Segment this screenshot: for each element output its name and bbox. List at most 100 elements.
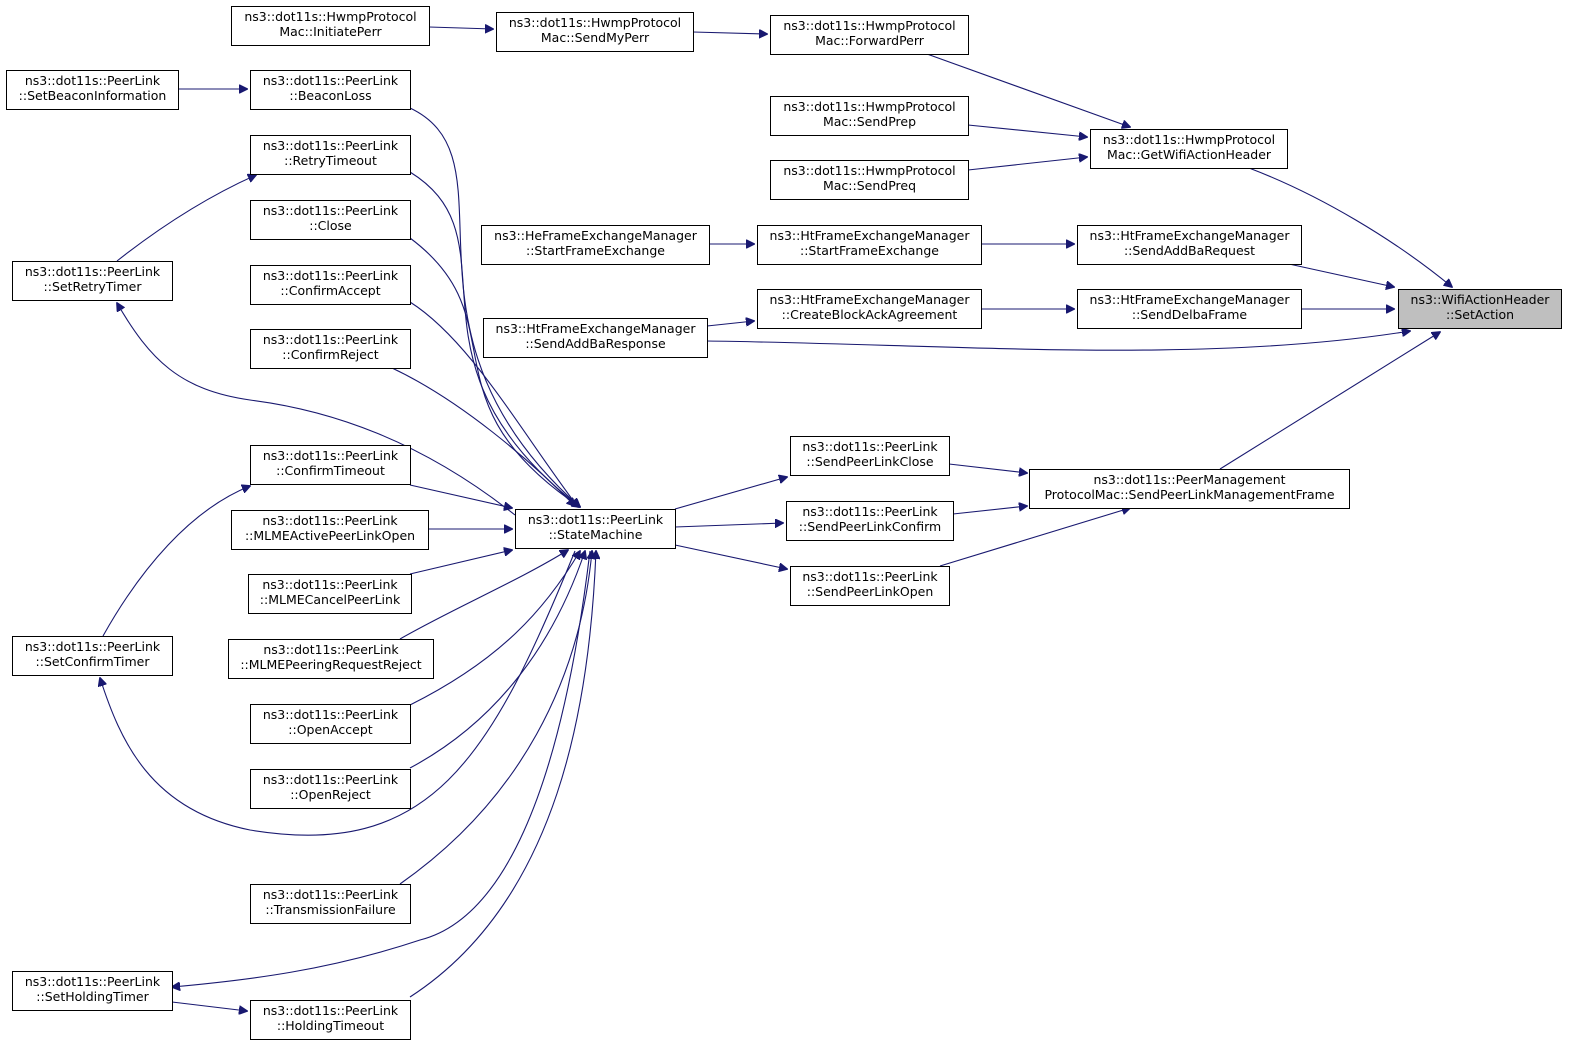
node-label-line: ns3::dot11s::PeerLink bbox=[263, 448, 399, 463]
node-box bbox=[250, 704, 411, 744]
edge-line bbox=[117, 303, 516, 516]
node-setaction[interactable]: ns3::WifiActionHeader::SetAction bbox=[1398, 289, 1562, 329]
node-label-line: Mac::ForwardPerr bbox=[815, 33, 925, 48]
node-beaconloss[interactable]: ns3::dot11s::PeerLink::BeaconLoss bbox=[250, 70, 411, 110]
node-box bbox=[496, 12, 694, 52]
node-initiateperr[interactable]: ns3::dot11s::HwmpProtocolMac::InitiatePe… bbox=[231, 6, 430, 46]
node-mlmecancel[interactable]: ns3::dot11s::PeerLink::MLMECancelPeerLin… bbox=[248, 574, 412, 614]
node-box bbox=[250, 135, 411, 175]
edge-confirmtimeout-to-statemachine bbox=[409, 484, 512, 508]
node-setholdingtimer[interactable]: ns3::dot11s::PeerLink::SetHoldingTimer bbox=[12, 971, 173, 1011]
node-sendaddbaresp[interactable]: ns3::HtFrameExchangeManager::SendAddBaRe… bbox=[483, 318, 708, 358]
node-confirmaccept[interactable]: ns3::dot11s::PeerLink::ConfirmAccept bbox=[250, 265, 411, 305]
node-box bbox=[757, 225, 982, 265]
edge-line bbox=[692, 32, 767, 34]
node-close[interactable]: ns3::dot11s::PeerLink::Close bbox=[250, 200, 411, 240]
node-sendplconfirm[interactable]: ns3::dot11s::PeerLink::SendPeerLinkConfi… bbox=[786, 501, 954, 541]
edge-line bbox=[409, 484, 512, 508]
node-label-line: ::SetHoldingTimer bbox=[36, 989, 149, 1004]
node-box bbox=[250, 265, 411, 305]
node-label-line: ::MLMEActivePeerLinkOpen bbox=[245, 528, 415, 543]
node-box bbox=[6, 70, 179, 110]
node-box bbox=[515, 509, 676, 549]
edge-mlmecancel-to-statemachine bbox=[409, 550, 512, 575]
node-box bbox=[250, 329, 411, 369]
edge-line bbox=[399, 550, 568, 640]
node-box bbox=[250, 884, 411, 924]
node-label-line: ns3::dot11s::PeerLink bbox=[263, 138, 399, 153]
node-confirmreject[interactable]: ns3::dot11s::PeerLink::ConfirmReject bbox=[250, 329, 411, 369]
node-label-line: ::ConfirmTimeout bbox=[276, 463, 385, 478]
node-getwifiaction[interactable]: ns3::dot11s::HwmpProtocolMac::GetWifiAct… bbox=[1090, 129, 1288, 169]
node-label-line: ns3::dot11s::PeerLink bbox=[25, 264, 161, 279]
node-label-line: ::SetBeaconInformation bbox=[19, 88, 167, 103]
edge-line bbox=[948, 463, 1027, 473]
node-retrytimeout[interactable]: ns3::dot11s::PeerLink::RetryTimeout bbox=[250, 135, 411, 175]
node-setbeaconinfo[interactable]: ns3::dot11s::PeerLink::SetBeaconInformat… bbox=[6, 70, 179, 110]
node-statemachine[interactable]: ns3::dot11s::PeerLink::StateMachine bbox=[515, 509, 676, 549]
node-hestart[interactable]: ns3::HeFrameExchangeManager::StartFrameE… bbox=[481, 225, 710, 265]
node-box bbox=[231, 6, 430, 46]
node-holdingtimeout[interactable]: ns3::dot11s::PeerLink::HoldingTimeout bbox=[250, 1000, 411, 1040]
node-label-line: ::SendAddBaRequest bbox=[1124, 243, 1255, 258]
node-box bbox=[770, 160, 969, 200]
edge-line bbox=[939, 508, 1130, 567]
edge-line bbox=[926, 53, 1130, 127]
edges-layer bbox=[100, 27, 1452, 1011]
node-label-line: ns3::dot11s::PeerLink bbox=[263, 73, 399, 88]
node-label-line: ::SetConfirmTimer bbox=[36, 654, 151, 669]
node-label-line: ns3::dot11s::PeerLink bbox=[528, 512, 664, 527]
edge-forwardperr-to-getwifiaction bbox=[926, 53, 1130, 127]
edge-line bbox=[409, 551, 580, 706]
node-setconfirmtimer[interactable]: ns3::dot11s::PeerLink::SetConfirmTimer bbox=[12, 636, 173, 676]
node-box bbox=[228, 639, 434, 679]
node-label-line: ::StateMachine bbox=[549, 527, 643, 542]
edge-sendprep-to-getwifiaction bbox=[967, 124, 1087, 137]
edge-line bbox=[674, 523, 783, 527]
edge-line bbox=[952, 506, 1027, 515]
node-senddelba[interactable]: ns3::HtFrameExchangeManager::SendDelbaFr… bbox=[1077, 289, 1302, 329]
edge-sendplopen-to-sendplmf bbox=[939, 508, 1130, 567]
node-label-line: ns3::WifiActionHeader bbox=[1411, 292, 1551, 307]
node-mlmepeering[interactable]: ns3::dot11s::PeerLink::MLMEPeeringReques… bbox=[228, 639, 434, 679]
edge-initiateperr-to-sendmyperr bbox=[428, 27, 493, 29]
node-setretrytimer[interactable]: ns3::dot11s::PeerLink::SetRetryTimer bbox=[12, 261, 173, 301]
node-label-line: ::ConfirmReject bbox=[282, 347, 379, 362]
edge-sendaddbaresp-to-createblockack bbox=[706, 321, 754, 327]
edge-sendplmf-to-setaction bbox=[1219, 332, 1440, 470]
node-openaccept[interactable]: ns3::dot11s::PeerLink::OpenAccept bbox=[250, 704, 411, 744]
edge-statemachine-to-sendplclose bbox=[674, 477, 787, 510]
node-sendplclose[interactable]: ns3::dot11s::PeerLink::SendPeerLinkClose bbox=[790, 436, 950, 476]
edge-line bbox=[102, 486, 250, 637]
node-label-line: ns3::dot11s::PeerLink bbox=[802, 439, 938, 454]
node-openreject[interactable]: ns3::dot11s::PeerLink::OpenReject bbox=[250, 769, 411, 809]
edge-beaconloss-to-statemachine bbox=[409, 107, 580, 507]
node-forwardperr[interactable]: ns3::dot11s::HwmpProtocolMac::ForwardPer… bbox=[770, 15, 969, 55]
node-sendplopen[interactable]: ns3::dot11s::PeerLink::SendPeerLinkOpen bbox=[790, 566, 950, 606]
node-box bbox=[770, 15, 969, 55]
node-label-line: ::SetAction bbox=[1446, 307, 1514, 322]
node-mlmeactive[interactable]: ns3::dot11s::PeerLink::MLMEActivePeerLin… bbox=[231, 510, 429, 550]
edge-openaccept-to-statemachine bbox=[409, 551, 580, 706]
edge-setretrytimer-to-retrytimeout bbox=[116, 175, 256, 262]
edge-line bbox=[967, 157, 1087, 171]
node-label-line: Mac::SendMyPerr bbox=[541, 30, 650, 45]
node-label-line: ns3::dot11s::HwmpProtocol bbox=[509, 15, 681, 30]
node-box bbox=[790, 436, 950, 476]
node-htstart[interactable]: ns3::HtFrameExchangeManager::StartFrameE… bbox=[757, 225, 982, 265]
edge-line bbox=[409, 237, 580, 507]
node-sendplmf[interactable]: ns3::dot11s::PeerManagementProtocolMac::… bbox=[1029, 469, 1350, 509]
node-transfail[interactable]: ns3::dot11s::PeerLink::TransmissionFailu… bbox=[250, 884, 411, 924]
node-label-line: Mac::SendPrep bbox=[823, 114, 916, 129]
node-createblockack[interactable]: ns3::HtFrameExchangeManager::CreateBlock… bbox=[757, 289, 982, 329]
node-confirmtimeout[interactable]: ns3::dot11s::PeerLink::ConfirmTimeout bbox=[250, 445, 411, 485]
node-label-line: ns3::dot11s::PeerLink bbox=[263, 772, 399, 787]
node-sendaddbareq[interactable]: ns3::HtFrameExchangeManager::SendAddBaRe… bbox=[1077, 225, 1302, 265]
node-box bbox=[483, 318, 708, 358]
node-label-line: ::HoldingTimeout bbox=[277, 1018, 384, 1033]
edge-line bbox=[391, 367, 575, 506]
edge-line bbox=[1248, 167, 1452, 287]
